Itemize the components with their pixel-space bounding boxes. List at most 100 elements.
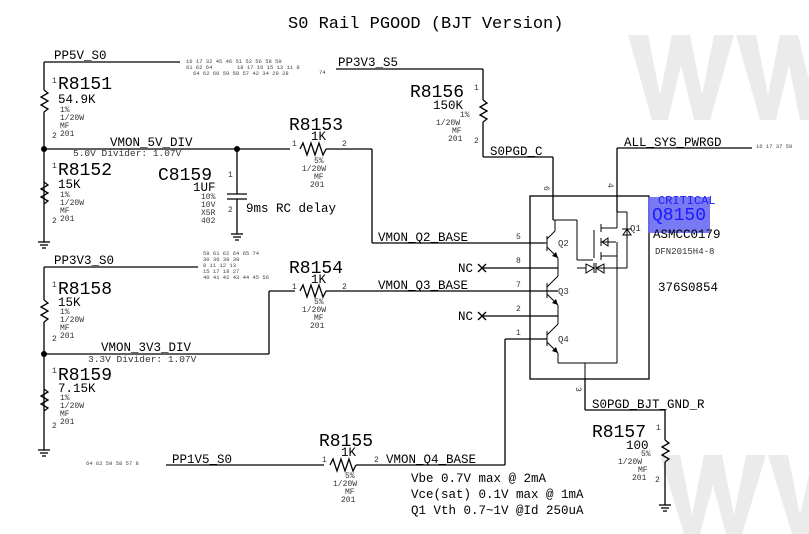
q8150-part: ASMCC0179 — [653, 228, 721, 242]
svg-text:1%: 1% — [460, 111, 470, 120]
svg-text:201: 201 — [310, 181, 325, 190]
resistor-r8151-symbol — [39, 89, 50, 113]
svg-text:1/20W: 1/20W — [60, 199, 84, 208]
page-refs-all-sys-pwrgd: 16 17 37 59 — [756, 143, 792, 150]
page-refs-pp3v3-s0-2: 30 36 38 39 — [203, 256, 239, 263]
svg-text:1: 1 — [516, 329, 521, 338]
net-label-vmon-q3-base: VMON_Q3_BASE — [378, 279, 468, 293]
divider-3v3-note: 3.3V Divider: 1.07V — [88, 354, 197, 365]
resistor-r8152-symbol — [39, 181, 50, 205]
net-label-pp3v3-s0: PP3V3_S0 — [54, 254, 114, 268]
svg-text:Q2: Q2 — [558, 239, 569, 249]
resistor-r8158-symbol — [39, 299, 50, 323]
r8153-ref: R8153 — [289, 116, 343, 136]
no-connect-icon — [477, 263, 487, 273]
svg-text:1/20W: 1/20W — [618, 458, 642, 467]
svg-text:201: 201 — [60, 332, 75, 341]
r8156-ref: R8156 — [410, 83, 464, 103]
svg-text:Q3: Q3 — [558, 287, 569, 297]
svg-text:1: 1 — [292, 283, 297, 292]
svg-text:201: 201 — [341, 496, 356, 505]
r8151-value: 54.9K — [58, 93, 96, 107]
resistor-r8153-symbol — [299, 140, 327, 158]
r8156-value: 150K — [433, 99, 464, 113]
page-refs-pp5v-s0-2: 61 62 64 — [186, 64, 213, 71]
svg-text:MF: MF — [452, 127, 462, 136]
c8159-ref: C8159 — [158, 166, 212, 186]
net-label-pp3v3-s5: PP3V3_S5 — [338, 56, 398, 70]
r8155-value: 1K — [341, 446, 357, 460]
page-refs-pp3v3-s0-5: 40 41 42 43 44 45 56 — [203, 274, 269, 281]
net-label-vmon-5v-div: VMON_5V_DIV — [110, 136, 193, 150]
svg-text:5%: 5% — [345, 472, 355, 481]
page-refs-pp5v-s0-3: 64 62 60 59 58 57 42 34 29 28 — [193, 70, 289, 77]
resistor-r8154-symbol — [299, 282, 327, 300]
q8150-critical: CRITICAL — [658, 194, 716, 208]
resistor-r8156-symbol — [478, 99, 489, 123]
svg-text:1%: 1% — [60, 394, 70, 403]
svg-text:1: 1 — [474, 84, 479, 93]
svg-text:1%: 1% — [60, 308, 70, 317]
svg-text:Q1: Q1 — [630, 224, 641, 234]
divider-5v-note: 5.0V Divider: 1.07V — [73, 148, 182, 159]
svg-text:1/20W: 1/20W — [60, 114, 84, 123]
nc-label-pin8: NC — [458, 262, 473, 276]
page-refs-pp3v3-s0-3: 8 11 12 13 — [203, 262, 236, 269]
net-label-vmon-q2-base: VMON_Q2_BASE — [378, 231, 468, 245]
watermark — [628, 35, 809, 534]
svg-text:402: 402 — [201, 217, 216, 226]
spec-note-vbe: Vbe 0.7V max @ 2mA — [411, 472, 547, 486]
page-refs-pp5v-s0-1: 16 17 32 45 46 51 52 56 58 59 — [186, 58, 282, 65]
svg-text:201: 201 — [60, 130, 75, 139]
r8154-ref: R8154 — [289, 259, 343, 279]
r8159-ref: R8159 — [58, 366, 112, 386]
svg-text:1: 1 — [52, 281, 57, 290]
r8159-value: 7.15K — [58, 382, 96, 396]
svg-text:7: 7 — [516, 281, 521, 290]
svg-text:201: 201 — [60, 418, 75, 427]
svg-text:MF: MF — [314, 314, 324, 323]
svg-text:1/20W: 1/20W — [333, 480, 357, 489]
svg-text:2: 2 — [342, 140, 347, 149]
r8158-ref: R8158 — [58, 280, 112, 300]
svg-text:2: 2 — [52, 422, 57, 431]
net-label-s0pgd-c: S0PGD_C — [490, 145, 543, 159]
q8150-pkg: DFN2015H4-8 — [655, 247, 714, 257]
svg-text:201: 201 — [310, 322, 325, 331]
svg-text:5%: 5% — [314, 157, 324, 166]
svg-text:MF: MF — [345, 488, 355, 497]
ground-icon — [38, 449, 50, 457]
svg-text:Q4: Q4 — [558, 335, 569, 345]
svg-text:MF: MF — [638, 466, 648, 475]
r8157-ref: R8157 — [592, 423, 646, 443]
svg-text:2: 2 — [374, 456, 379, 465]
svg-text:1: 1 — [52, 367, 57, 376]
r8158-value: 15K — [58, 296, 81, 310]
svg-text:2: 2 — [52, 335, 57, 344]
svg-text:1/20W: 1/20W — [302, 306, 326, 315]
svg-text:1/20W: 1/20W — [436, 119, 460, 128]
q8150-package-outline — [529, 195, 650, 380]
spec-note-vcesat: Vce(sat) 0.1V max @ 1mA — [411, 488, 584, 502]
svg-text:1%: 1% — [60, 191, 70, 200]
r8154-value: 1K — [311, 273, 327, 287]
q8150-selection-highlight — [648, 197, 710, 233]
svg-text:2: 2 — [516, 305, 521, 314]
svg-text:1: 1 — [292, 140, 297, 149]
svg-text:201: 201 — [60, 215, 75, 224]
svg-text:3: 3 — [573, 387, 582, 392]
svg-text:201: 201 — [632, 474, 647, 483]
r8157-value: 100 — [626, 439, 649, 453]
r8152-ref: R8152 — [58, 161, 112, 181]
svg-text:2: 2 — [342, 283, 347, 292]
q8150-ref: Q8150 — [652, 206, 706, 226]
svg-text:1: 1 — [322, 456, 327, 465]
page-refs-pp1v5-s0: 64 62 59 58 57 8 — [86, 460, 139, 467]
svg-text:1/20W: 1/20W — [302, 165, 326, 174]
ground-icon — [38, 241, 50, 249]
r8155-ref: R8155 — [319, 432, 373, 452]
r8151-ref: R8151 — [58, 75, 112, 95]
r8153-value: 1K — [311, 130, 327, 144]
svg-text:201: 201 — [448, 135, 463, 144]
